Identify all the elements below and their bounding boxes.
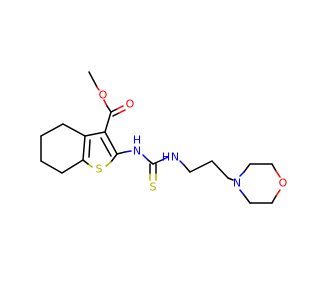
bond-carbonyl-double-a-red [116,105,124,110]
bond-carbonyl-double-a [110,108,118,113]
bond-ch2-ch2-b [211,160,229,179]
atom-nh2-n: N [171,151,179,164]
bond-methyl-o [88,71,98,88]
bond-n-c1-blue [239,171,245,177]
bond-ch2-n [227,177,234,181]
atom-nh2-h: H [162,151,170,164]
bond-o-c3 [271,195,277,204]
bond-c-nh2-blue [161,156,169,161]
bond-c2-s-yellow [105,161,112,167]
atom-morpholine-n: N [233,177,241,190]
bond-carbonyl-double-b [112,112,120,117]
bond-nh-c-blue [142,154,149,161]
bond-o-carbonyl [106,105,112,113]
bond-c7a-c3a [82,135,86,161]
atom-ester-o-double: O [126,98,135,111]
bond-nh2-ch2 [183,164,191,173]
atom-nh1-h: H [133,134,141,147]
atom-morpholine-o: O [279,177,288,190]
bond-c3-c2 [104,131,118,155]
bond-c2-nh [116,151,126,155]
bond-c3a-c3 [84,131,106,137]
bond-o-carbonyl-red [103,99,108,107]
bond-c7-c7a [61,159,84,174]
bond-c6-c7 [40,160,63,174]
atom-thiophene-s: S [96,163,103,176]
bond-c2-o [271,163,277,172]
bond-nh2-ch2-blue [179,160,185,166]
bond-nh-c [147,159,154,165]
bond-methyl-o-red [96,86,100,91]
bond-c2-nh-blue [124,150,132,153]
bond-s-c7a [82,159,89,165]
atom-thione-s: S [150,181,157,194]
bond-s-c7a-yellow [87,163,93,168]
atom-ester-o-single: O [99,89,108,102]
bond-carbonyl-double-b-red [118,109,126,114]
bond-c4-n [243,194,251,204]
molecule-structure: O O S H N S H N N O [40,71,288,204]
bond-c4-n-blue [239,189,245,196]
bond-carbonyl-c3 [104,111,112,133]
bond-c3-c2-double [100,137,112,157]
bond-n-c1 [243,163,251,173]
bond-c7a-c3a-double [88,139,91,158]
atom-nh1-n: N [133,145,141,158]
bond-o-c3-red [275,189,281,197]
bond-c2-o-red [275,170,281,178]
bond-ch2-ch2 [189,160,213,173]
structure-canvas: O O S H N S H N N O [40,71,288,204]
bond-c3a-c4 [62,123,86,137]
bond-c4-c5 [40,123,64,137]
bond-c-nh2 [152,159,163,165]
bond-c2-s [110,153,118,163]
